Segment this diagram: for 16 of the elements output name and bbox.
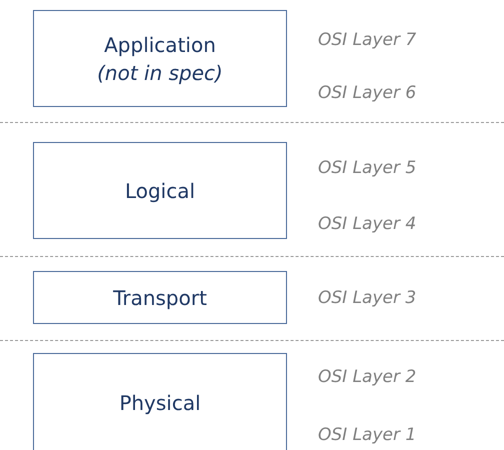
layer-title: Transport [113, 284, 207, 312]
osi-layer-label: OSI Layer 2 [318, 367, 418, 387]
layer-box [33, 271, 287, 324]
osi-layer-label: OSI Layer 3 [318, 288, 418, 308]
osi-layer-label: OSI Layer 1 [318, 425, 418, 445]
osi-layer-label: OSI Layer 6 [318, 83, 418, 103]
layer-box [33, 353, 287, 450]
layer-box [33, 142, 287, 239]
layer-box [33, 10, 287, 107]
osi-layer-label: OSI Layer 4 [318, 214, 418, 234]
layer-title: Physical [119, 390, 201, 417]
osi-layer-label: OSI Layer 7 [318, 30, 418, 50]
layer-note: (not in spec) [97, 60, 223, 86]
osi-layer-label: OSI Layer 5 [318, 158, 418, 178]
layer-title: Application [104, 32, 216, 58]
layer-title: Logical [124, 178, 196, 204]
